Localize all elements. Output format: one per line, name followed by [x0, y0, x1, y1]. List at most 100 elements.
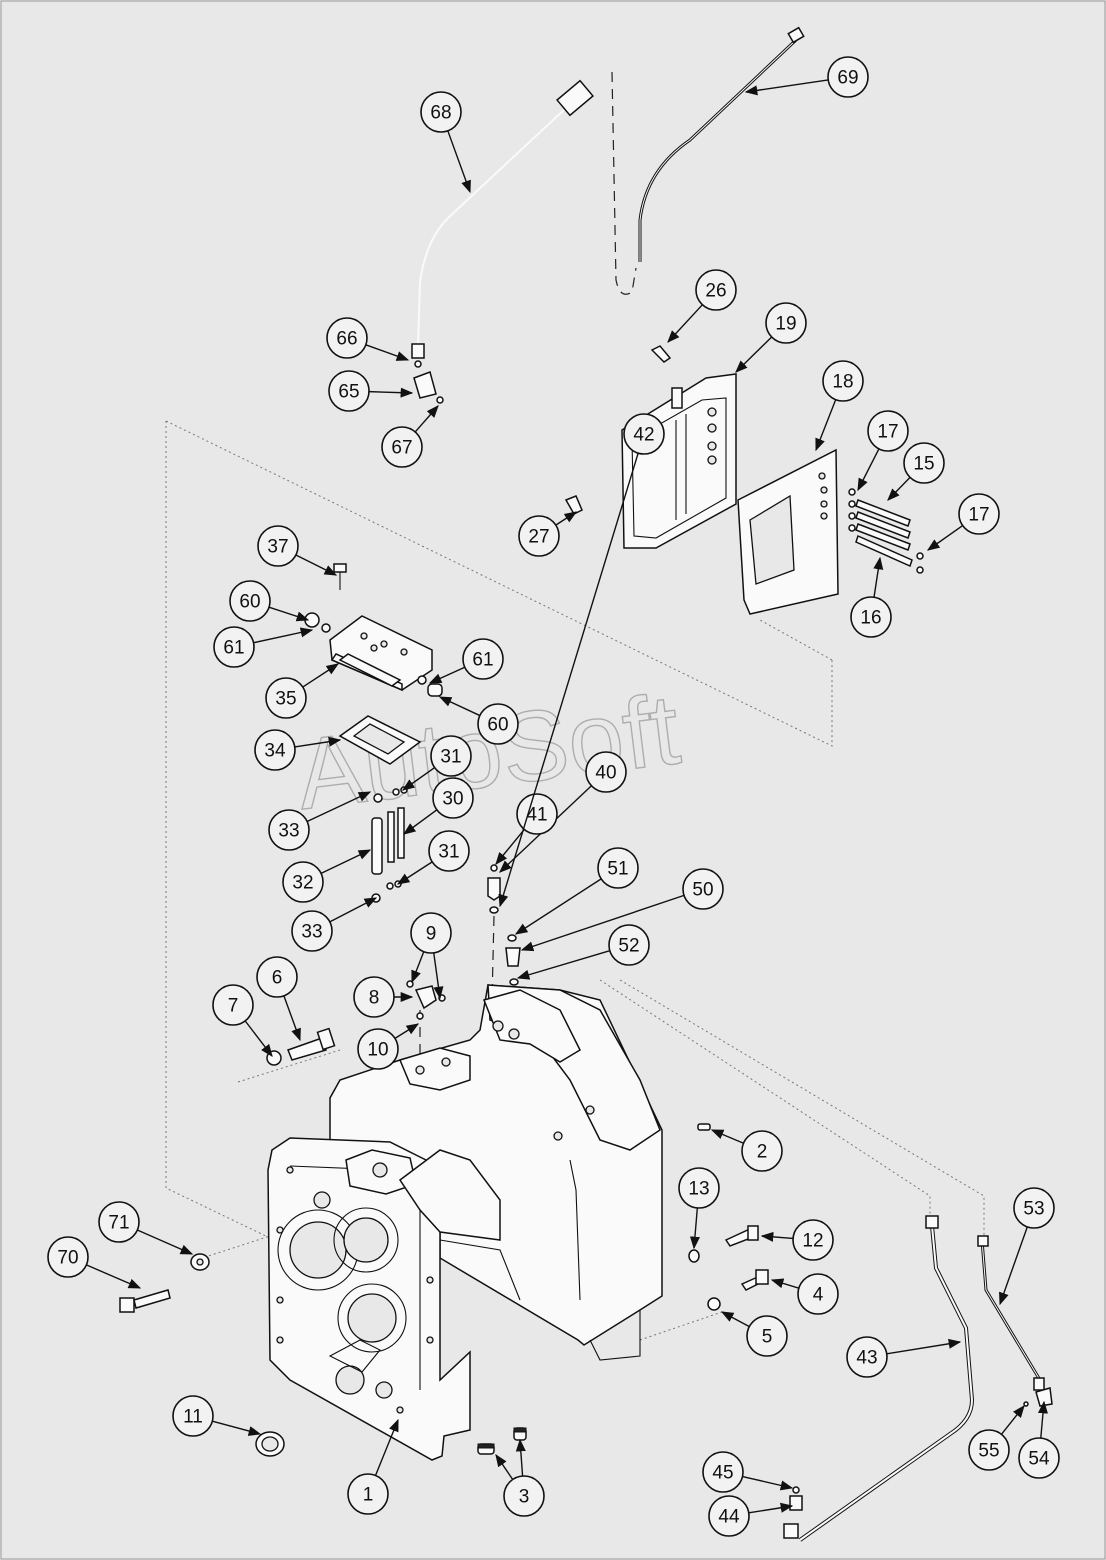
callout-circle [903, 442, 945, 484]
callout-circle [282, 861, 324, 903]
leader-arrow-18 [815, 399, 837, 452]
leader-arrow-1 [374, 1418, 399, 1476]
leader-arrow-71 [137, 1229, 194, 1255]
leader-arrow-52 [516, 950, 611, 980]
callout-circle [47, 1236, 89, 1278]
callout-1: 1 [347, 1473, 389, 1515]
callout-number: 11 [183, 1407, 203, 1428]
callout-45: 45 [702, 1451, 744, 1493]
leader-arrow-4 [770, 1278, 800, 1289]
pipe-43 [783, 1215, 975, 1542]
leader-arrow-41 [495, 829, 525, 865]
callout-circle [746, 1315, 788, 1357]
callout-3: 3 [503, 1475, 545, 1517]
callout-number: 60 [487, 715, 508, 736]
callout-circle [695, 269, 737, 311]
callout-circle [353, 976, 395, 1018]
leader-arrow-7 [244, 1020, 273, 1058]
callout-circle [968, 1429, 1010, 1471]
callout-circle [850, 596, 892, 638]
callout-70: 70 [47, 1236, 89, 1278]
callout-circle [708, 1495, 750, 1537]
elbow-fitting [406, 980, 446, 1020]
callout-circle [1013, 1187, 1055, 1229]
callout-number: 61 [223, 638, 244, 659]
callout-circle [682, 868, 724, 910]
callout-number: 18 [832, 372, 853, 393]
leader-arrow-13 [689, 1207, 700, 1250]
callout-number: 5 [762, 1327, 773, 1348]
callout-circle [328, 370, 370, 412]
callout-circle [254, 729, 296, 771]
leader-arrow-45 [742, 1475, 794, 1491]
watermark: AutoSoft [291, 673, 686, 831]
leader-arrow-10 [394, 1023, 420, 1039]
callout-circle [741, 1130, 783, 1172]
callout-number: 60 [239, 592, 260, 613]
plugs [477, 1427, 527, 1455]
callout-number: 16 [860, 608, 881, 629]
callout-65: 65 [328, 370, 370, 412]
callout-9: 9 [410, 912, 452, 954]
leader-arrow-66 [365, 344, 410, 361]
leader-arrow-30 [402, 809, 438, 835]
callout-35: 35 [265, 677, 307, 719]
callout-number: 19 [775, 314, 796, 335]
callout-54: 54 [1018, 1437, 1060, 1479]
leader-arrow-42 [498, 452, 639, 908]
callout-circle [702, 1451, 744, 1493]
callout-number: 66 [336, 329, 357, 350]
callout-number: 70 [57, 1248, 78, 1269]
leader-arrow-3 [495, 1453, 514, 1480]
callout-55: 55 [968, 1429, 1010, 1471]
callout-circle [846, 1336, 888, 1378]
small-bolts-right [688, 1123, 769, 1311]
leader-arrow-34 [294, 736, 342, 748]
callout-number: 42 [633, 425, 654, 446]
assembly-guide-lines [165, 420, 985, 1341]
leader-arrow-55 [1000, 1405, 1025, 1435]
callout-number: 65 [338, 382, 359, 403]
callout-30: 30 [432, 777, 474, 819]
callout-circle [428, 830, 470, 872]
side-cover [621, 373, 737, 549]
leader-arrow-19 [735, 336, 773, 373]
leader-arrow-43 [886, 1338, 962, 1355]
callout-circle [765, 302, 807, 344]
callout-53: 53 [1013, 1187, 1055, 1229]
callout-circle [268, 809, 310, 851]
callout-42: 42 [623, 413, 665, 455]
callout-number: 26 [705, 281, 726, 302]
callout-71: 71 [98, 1201, 140, 1243]
callout-circle [326, 317, 368, 359]
callout-number: 61 [472, 650, 493, 671]
callout-number: 2 [757, 1142, 768, 1163]
callout-6: 6 [256, 956, 298, 998]
callout-32: 32 [282, 861, 324, 903]
callout-60: 60 [477, 703, 519, 745]
callout-circle [827, 56, 869, 98]
callout-number: 32 [292, 873, 313, 894]
callout-circle [257, 525, 299, 567]
callout-number: 45 [712, 1463, 733, 1484]
callout-circle [1018, 1437, 1060, 1479]
leader-arrow-17 [857, 448, 880, 492]
leader-arrow-31 [401, 766, 436, 791]
callout-circle [212, 984, 254, 1026]
callout-number: 10 [367, 1040, 388, 1061]
callout-number: 41 [526, 805, 547, 826]
callout-number: 50 [692, 880, 713, 901]
leader-arrow-35 [302, 663, 340, 688]
leader-arrow-50 [520, 894, 685, 952]
callout-circle [958, 493, 1000, 535]
leader-arrow-32 [320, 849, 372, 875]
callout-number: 67 [391, 438, 412, 459]
callout-43: 43 [846, 1336, 888, 1378]
callout-number: 9 [426, 924, 437, 945]
callout-11: 11 [172, 1395, 214, 1437]
leader-arrow-15 [887, 476, 911, 501]
leader-arrow-33 [306, 791, 372, 823]
callout-number: 33 [278, 821, 299, 842]
callout-number: 1 [363, 1485, 374, 1506]
